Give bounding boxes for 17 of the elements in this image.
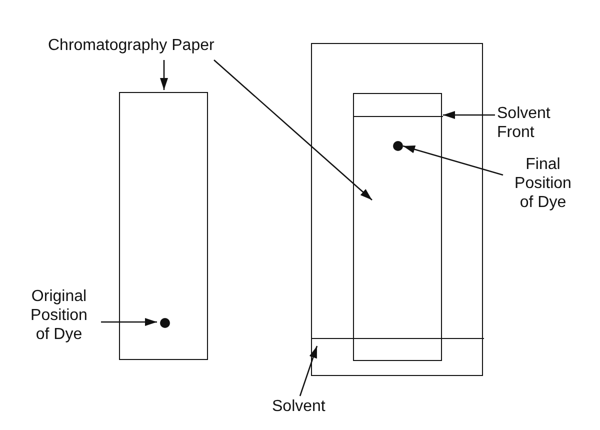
callout-label: Chromatography Paper xyxy=(48,36,214,55)
callout-label: Solvent xyxy=(272,397,326,416)
chromatography-paper xyxy=(353,93,442,361)
leader-line xyxy=(101,318,157,326)
leader-line xyxy=(402,145,504,176)
leader-line xyxy=(160,60,168,90)
beaker xyxy=(311,43,483,376)
dye-spot xyxy=(160,318,170,328)
callout-label: Original Position of Dye xyxy=(30,287,88,344)
leader-line xyxy=(214,60,372,200)
leader-line xyxy=(443,111,495,119)
dye-spot xyxy=(393,141,403,151)
callout-label: Solvent Front xyxy=(497,104,552,142)
callout-label: Final Position of Dye xyxy=(514,155,572,212)
solvent-front-line xyxy=(354,116,443,118)
chromatography-paper xyxy=(119,92,208,360)
leader-line xyxy=(299,346,318,396)
